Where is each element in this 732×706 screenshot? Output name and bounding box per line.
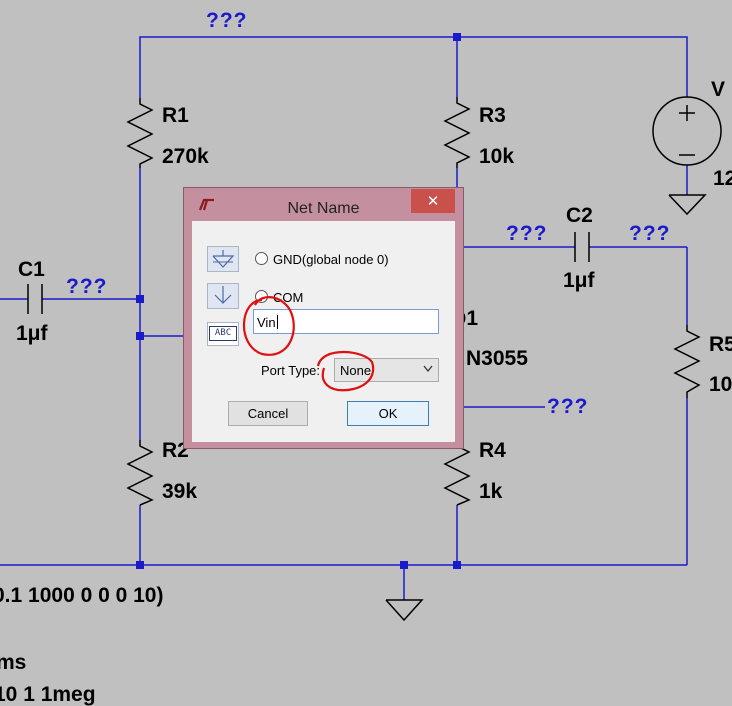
r5-name[interactable]: R5 — [709, 333, 732, 356]
dialog-title: Net Name — [287, 200, 360, 217]
r3-value[interactable]: 10k — [479, 145, 515, 168]
gnd-radio[interactable] — [255, 252, 268, 265]
wires — [0, 36, 688, 600]
net-label-emitter[interactable]: ??? — [547, 395, 589, 418]
text-caret — [276, 315, 278, 329]
cancel-button[interactable]: Cancel — [228, 401, 308, 426]
r3-name[interactable]: R3 — [479, 104, 506, 127]
com-symbol-icon[interactable] — [207, 283, 239, 309]
r2-name[interactable]: R2 — [162, 439, 189, 462]
r1-name[interactable]: R1 — [162, 104, 189, 127]
com-option-label[interactable]: COM — [273, 290, 304, 305]
spice-directive[interactable]: 0.1 1000 0 0 0 10) — [0, 584, 164, 607]
close-button[interactable]: ✕ — [411, 189, 455, 213]
r5-value[interactable]: 10 — [709, 373, 732, 396]
r4-value[interactable]: 1k — [479, 480, 503, 503]
v-value[interactable]: 12 — [713, 167, 732, 190]
net-name-value: Vin — [257, 315, 276, 330]
label-symbol-icon[interactable]: ABC — [207, 322, 239, 346]
r4-name[interactable]: R4 — [479, 439, 506, 462]
port-type-select[interactable]: None — [334, 358, 439, 382]
net-label-collector[interactable]: ??? — [506, 222, 548, 245]
net-name-dialog: Net Name ✕ GND(global node 0) COM ABC Vi… — [183, 187, 464, 449]
r2-value[interactable]: 39k — [162, 480, 198, 503]
ground-symbol-icon[interactable] — [207, 246, 239, 272]
port-type-value: None — [340, 363, 372, 378]
q1-model[interactable]: N3055 — [466, 347, 528, 370]
net-name-input[interactable]: Vin — [253, 309, 439, 334]
com-radio[interactable] — [255, 290, 268, 303]
c2-name[interactable]: C2 — [566, 204, 593, 227]
c2-value[interactable]: 1μf — [563, 269, 595, 292]
net-label-base[interactable]: ??? — [66, 275, 108, 298]
junction-dots — [136, 33, 461, 569]
v-name[interactable]: V — [711, 78, 726, 101]
dialog-titlebar[interactable]: Net Name ✕ — [184, 188, 463, 221]
port-type-label: Port Type: — [261, 363, 321, 378]
voltage-source-symbol — [652, 96, 722, 166]
ltspice-logo-icon — [198, 198, 214, 211]
chevron-down-icon — [423, 365, 433, 373]
ok-button[interactable]: OK — [347, 401, 429, 426]
dialog-body: GND(global node 0) COM ABC Vin Port Type… — [192, 221, 455, 442]
net-label-top[interactable]: ??? — [206, 9, 248, 32]
r1-value[interactable]: 270k — [162, 145, 209, 168]
net-label-output[interactable]: ??? — [629, 222, 671, 245]
bottom-text-1[interactable]: ms — [0, 651, 27, 674]
c1-value[interactable]: 1μf — [16, 322, 48, 345]
c1-name[interactable]: C1 — [18, 258, 45, 281]
gnd-option-label[interactable]: GND(global node 0) — [273, 252, 389, 267]
label-icon-text: ABC — [209, 326, 237, 341]
